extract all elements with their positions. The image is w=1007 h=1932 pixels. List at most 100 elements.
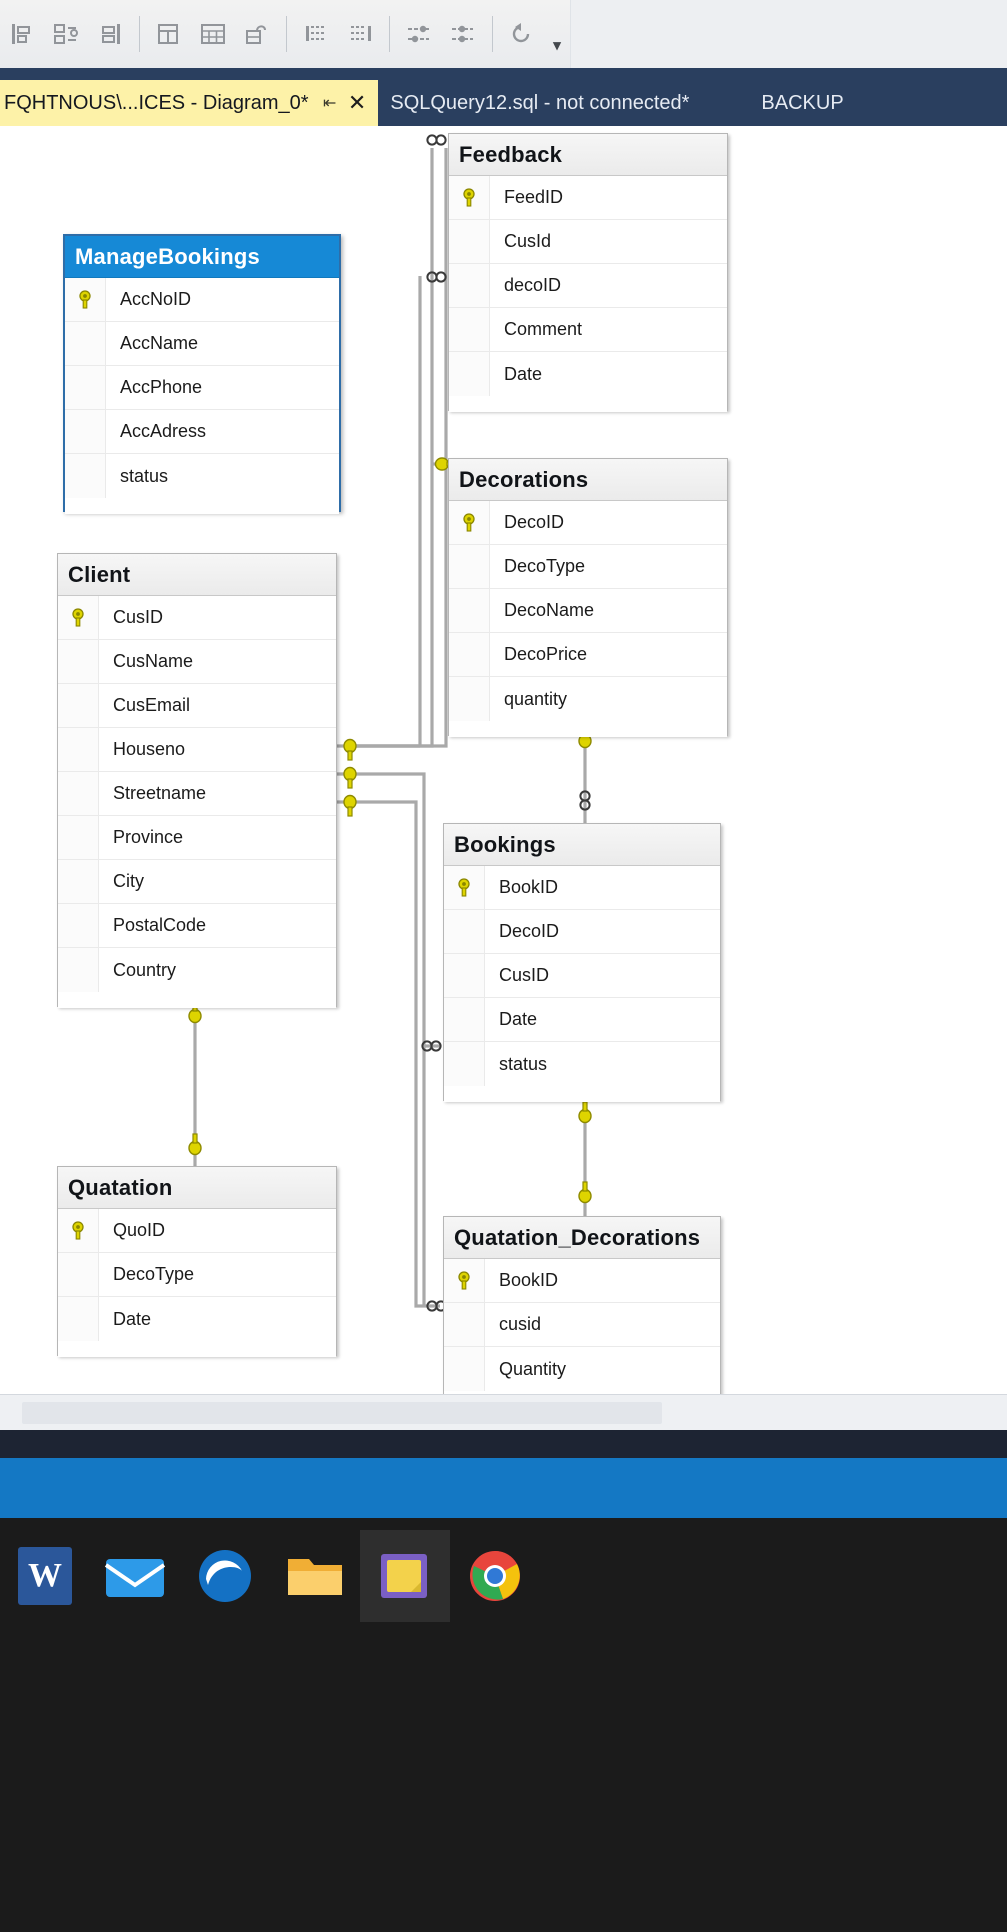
entity-field-row[interactable]: cusid bbox=[444, 1303, 720, 1347]
entity-field-row[interactable]: DecoID bbox=[444, 910, 720, 954]
close-icon[interactable]: ✕ bbox=[347, 90, 367, 115]
field-key-cell bbox=[444, 1347, 485, 1391]
entity-field-row[interactable]: DecoName bbox=[449, 589, 727, 633]
pin-icon[interactable]: ⇥ bbox=[322, 95, 336, 112]
entity-field-row[interactable]: City bbox=[58, 860, 336, 904]
entity-field-row[interactable]: Quantity bbox=[444, 1347, 720, 1391]
entity-field-row[interactable]: PostalCode bbox=[58, 904, 336, 948]
align-right-icon[interactable] bbox=[88, 9, 132, 59]
entity-field-name: CusEmail bbox=[113, 695, 191, 715]
entity-field-row[interactable]: DecoPrice bbox=[449, 633, 727, 677]
tab-backup-label: BACKUP bbox=[761, 91, 844, 114]
tab-diagram[interactable]: FQHTNOUS\...ICES - Diagram_0* ⇥ ✕ bbox=[0, 80, 379, 126]
entity-bottom-padding bbox=[444, 1391, 720, 1394]
taskbar-item-mail[interactable] bbox=[90, 1530, 180, 1622]
entity-field-row[interactable]: CusEmail bbox=[58, 684, 336, 728]
field-key-cell bbox=[58, 640, 99, 683]
entity-title: ManageBookings bbox=[65, 236, 339, 278]
relationship-endpoint-key-client-1 bbox=[343, 738, 357, 761]
horizontal-scrollbar[interactable] bbox=[0, 1394, 1007, 1431]
entity-bottom-padding bbox=[58, 992, 336, 1008]
field-key-cell bbox=[444, 954, 485, 997]
taskbar-item-file-explorer[interactable] bbox=[270, 1530, 360, 1622]
entity-field-row[interactable]: QuoID bbox=[58, 1209, 336, 1253]
align-objects-icon[interactable] bbox=[44, 9, 88, 59]
field-key-cell bbox=[444, 998, 485, 1041]
distribute-vertical-icon[interactable] bbox=[441, 9, 485, 59]
table-view-icon[interactable] bbox=[147, 9, 191, 59]
entity-title: Quatation bbox=[58, 1167, 336, 1209]
entity-field-name: Province bbox=[113, 827, 184, 847]
entity-field-row[interactable]: Country bbox=[58, 948, 336, 992]
entity-field-row[interactable]: AccNoID bbox=[65, 278, 339, 322]
indent-increase-icon[interactable] bbox=[294, 9, 338, 59]
entity-field-row[interactable]: Date bbox=[58, 1297, 336, 1341]
table-relationship-icon[interactable] bbox=[235, 9, 279, 59]
entity-field-row[interactable]: DecoType bbox=[58, 1253, 336, 1297]
toolbar-empty-area bbox=[570, 0, 1007, 68]
toolbar-separator-3 bbox=[389, 16, 390, 52]
taskbar-item-word[interactable]: W bbox=[0, 1530, 90, 1622]
entity-field-name: BookID bbox=[499, 1270, 559, 1290]
entity-field-row[interactable]: Date bbox=[449, 352, 727, 396]
entity-field-row[interactable]: DecoType bbox=[449, 545, 727, 589]
relationship-endpoint-infinity-deco-bookings bbox=[579, 790, 591, 811]
entity-field-row[interactable]: Province bbox=[58, 816, 336, 860]
field-key-cell bbox=[65, 322, 106, 365]
entity-field-row[interactable]: CusID bbox=[58, 596, 336, 640]
entity-field-row[interactable]: CusName bbox=[58, 640, 336, 684]
toolbar-button-strip: ▾ bbox=[0, 0, 570, 68]
horizontal-scrollbar-thumb[interactable] bbox=[22, 1402, 662, 1424]
entity-field-row[interactable]: AccPhone bbox=[65, 366, 339, 410]
entity-field-row[interactable]: decoID bbox=[449, 264, 727, 308]
entity-field-name: Date bbox=[504, 363, 543, 384]
entity-field-row[interactable]: CusID bbox=[444, 954, 720, 998]
indent-decrease-icon[interactable] bbox=[338, 9, 382, 59]
distribute-horizontal-icon[interactable] bbox=[397, 9, 441, 59]
edge-icon bbox=[199, 1550, 251, 1602]
entity-field-row[interactable]: BookID bbox=[444, 1259, 720, 1303]
taskbar-item-sticky-notes[interactable] bbox=[360, 1530, 450, 1622]
toolbar-overflow-button[interactable]: ▾ bbox=[553, 37, 561, 54]
entity-field-row[interactable]: AccAdress bbox=[65, 410, 339, 454]
entity-field-row[interactable]: Houseno bbox=[58, 728, 336, 772]
tab-backup[interactable]: BACKUP bbox=[749, 80, 855, 126]
tab-sqlquery12[interactable]: SQLQuery12.sql - not connected* bbox=[378, 80, 701, 126]
relationship-endpoint-infinity-bookings bbox=[421, 1040, 442, 1052]
entity-field-row[interactable]: BookID bbox=[444, 866, 720, 910]
table-grid-icon[interactable] bbox=[191, 9, 235, 59]
primary-key-icon bbox=[444, 1259, 485, 1302]
entity-field-row[interactable]: Streetname bbox=[58, 772, 336, 816]
entity-title: Bookings bbox=[444, 824, 720, 866]
entity-field-name: cusid bbox=[499, 1314, 542, 1334]
entity-field-row[interactable]: Comment bbox=[449, 308, 727, 352]
taskbar-item-edge[interactable] bbox=[180, 1530, 270, 1622]
taskbar-item-chrome[interactable] bbox=[450, 1530, 540, 1622]
entity-field-name: DecoType bbox=[113, 1264, 195, 1284]
entity-field-name: FeedID bbox=[504, 187, 564, 207]
relationship-endpoint-key-client-3 bbox=[343, 794, 357, 817]
entity-field-name: Houseno bbox=[113, 739, 186, 759]
align-left-icon[interactable] bbox=[0, 9, 44, 59]
field-key-cell bbox=[449, 352, 490, 396]
entity-field-row[interactable]: AccName bbox=[65, 322, 339, 366]
field-key-cell bbox=[58, 816, 99, 859]
entity-field-row[interactable]: DecoID bbox=[449, 501, 727, 545]
entity-field-row[interactable]: FeedID bbox=[449, 176, 727, 220]
entity-field-name: CusName bbox=[113, 651, 194, 671]
entity-field-row[interactable]: status bbox=[65, 454, 339, 498]
refresh-icon[interactable] bbox=[500, 9, 544, 59]
entity-field-row[interactable]: status bbox=[444, 1042, 720, 1086]
entity-field-row[interactable]: CusId bbox=[449, 220, 727, 264]
entity-field-row[interactable]: quantity bbox=[449, 677, 727, 721]
entity-field-row[interactable]: Date bbox=[444, 998, 720, 1042]
